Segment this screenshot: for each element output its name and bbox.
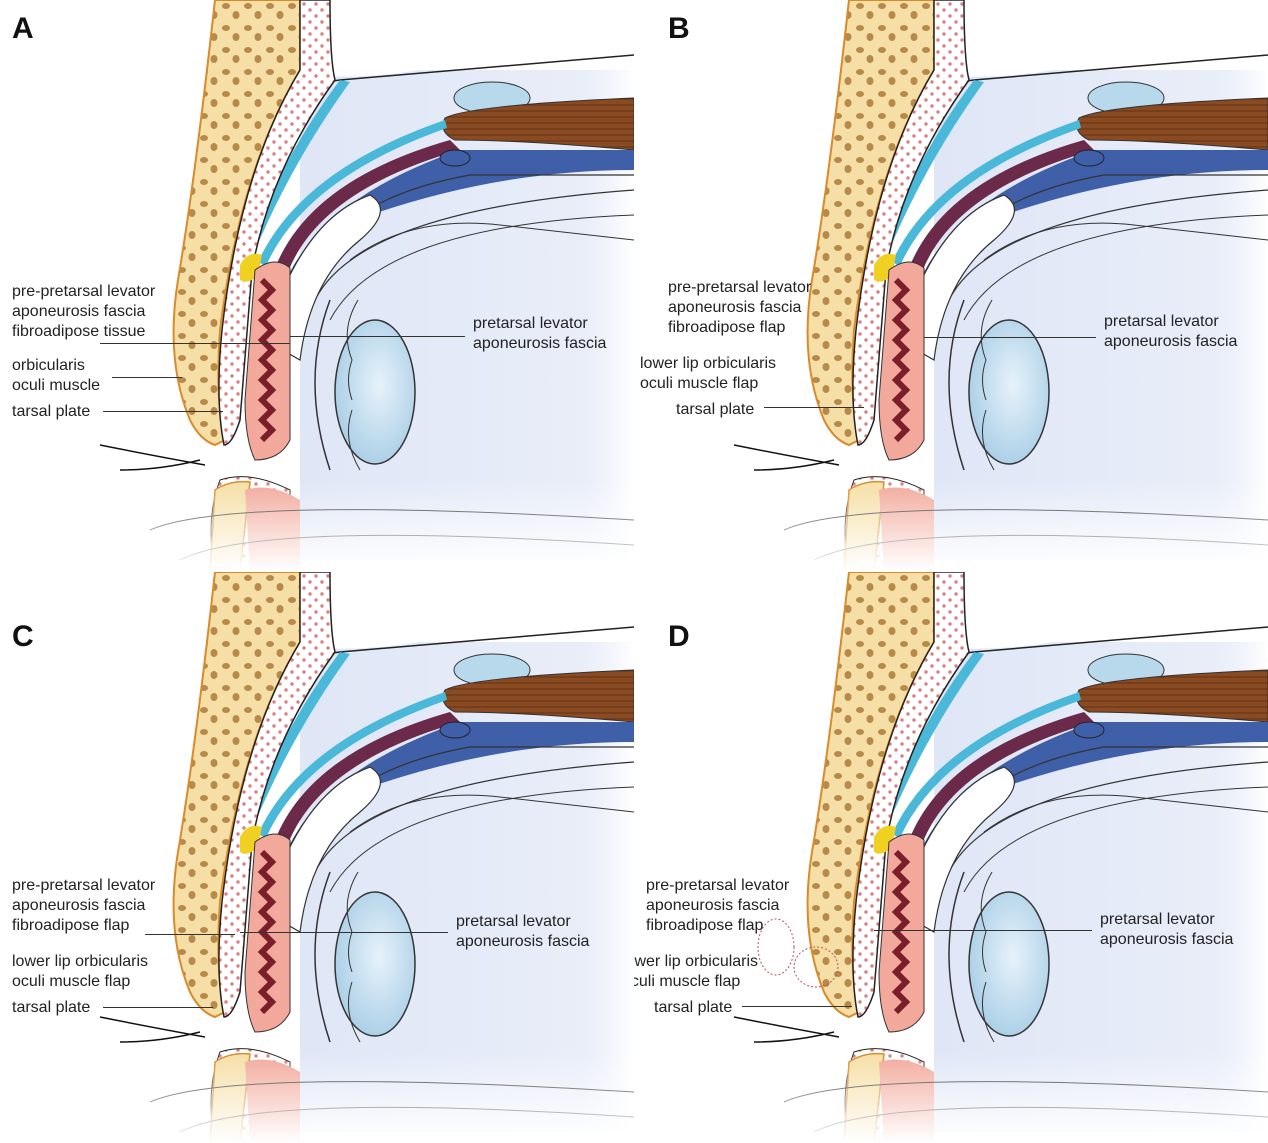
leader-pretarsal [290, 336, 465, 337]
label-orbicularis: lower lip orbicularis oculi muscle flap [12, 952, 148, 992]
label-fibroadipose: pre-pretarsal levator aponeurosis fascia… [12, 282, 155, 342]
leader-tarsal [103, 1007, 213, 1008]
label-pretarsal: pretarsal levator aponeurosis fascia [1104, 312, 1237, 352]
leader-pretarsal [240, 932, 448, 933]
eyelid-illustration-c [0, 572, 634, 1143]
label-orbicularis: orbicularis oculi muscle [12, 356, 100, 396]
label-pretarsal: pretarsal levator aponeurosis fascia [1100, 910, 1233, 950]
label-pretarsal: pretarsal levator aponeurosis fascia [473, 314, 606, 354]
panel-b: B pre-pretarsal levator aponeurosis fasc… [634, 0, 1268, 571]
leader-pretarsal [874, 930, 1092, 931]
label-fibroadipose: pre-pretarsal levator aponeurosis fascia… [668, 278, 811, 338]
label-orbicularis: lower lip orbicularis oculi muscle flap [634, 952, 758, 992]
label-tarsal: tarsal plate [12, 998, 90, 1018]
leader-orbicularis [112, 377, 182, 378]
flap-outline [754, 912, 864, 992]
label-tarsal: tarsal plate [654, 998, 732, 1018]
label-orbicularis: lower lip orbicularis oculi muscle flap [640, 354, 776, 394]
panel-letter: D [668, 620, 690, 654]
panel-a: A pre-pretarsal levator aponeurosis fasc… [0, 0, 634, 571]
leader-fibroadipose [100, 343, 290, 344]
panel-c: C pre-pretarsal levator aponeurosis fasc… [0, 572, 634, 1143]
leader-tarsal [764, 407, 864, 408]
label-fibroadipose: pre-pretarsal levator aponeurosis fascia… [12, 876, 155, 936]
label-tarsal: tarsal plate [12, 402, 90, 422]
label-tarsal: tarsal plate [676, 400, 754, 420]
panel-letter: B [668, 12, 690, 46]
label-pretarsal: pretarsal levator aponeurosis fascia [456, 912, 589, 952]
leader-tarsal [742, 1006, 852, 1007]
eyelid-illustration-d [634, 572, 1268, 1143]
panel-letter: A [12, 12, 34, 46]
leader-tarsal [103, 411, 223, 412]
leader-fibroadipose [145, 934, 235, 935]
panel-letter: C [12, 620, 34, 654]
leader-pretarsal [924, 337, 1096, 338]
panel-d: D pre-pretarsal levator aponeurosis fasc… [634, 572, 1268, 1143]
